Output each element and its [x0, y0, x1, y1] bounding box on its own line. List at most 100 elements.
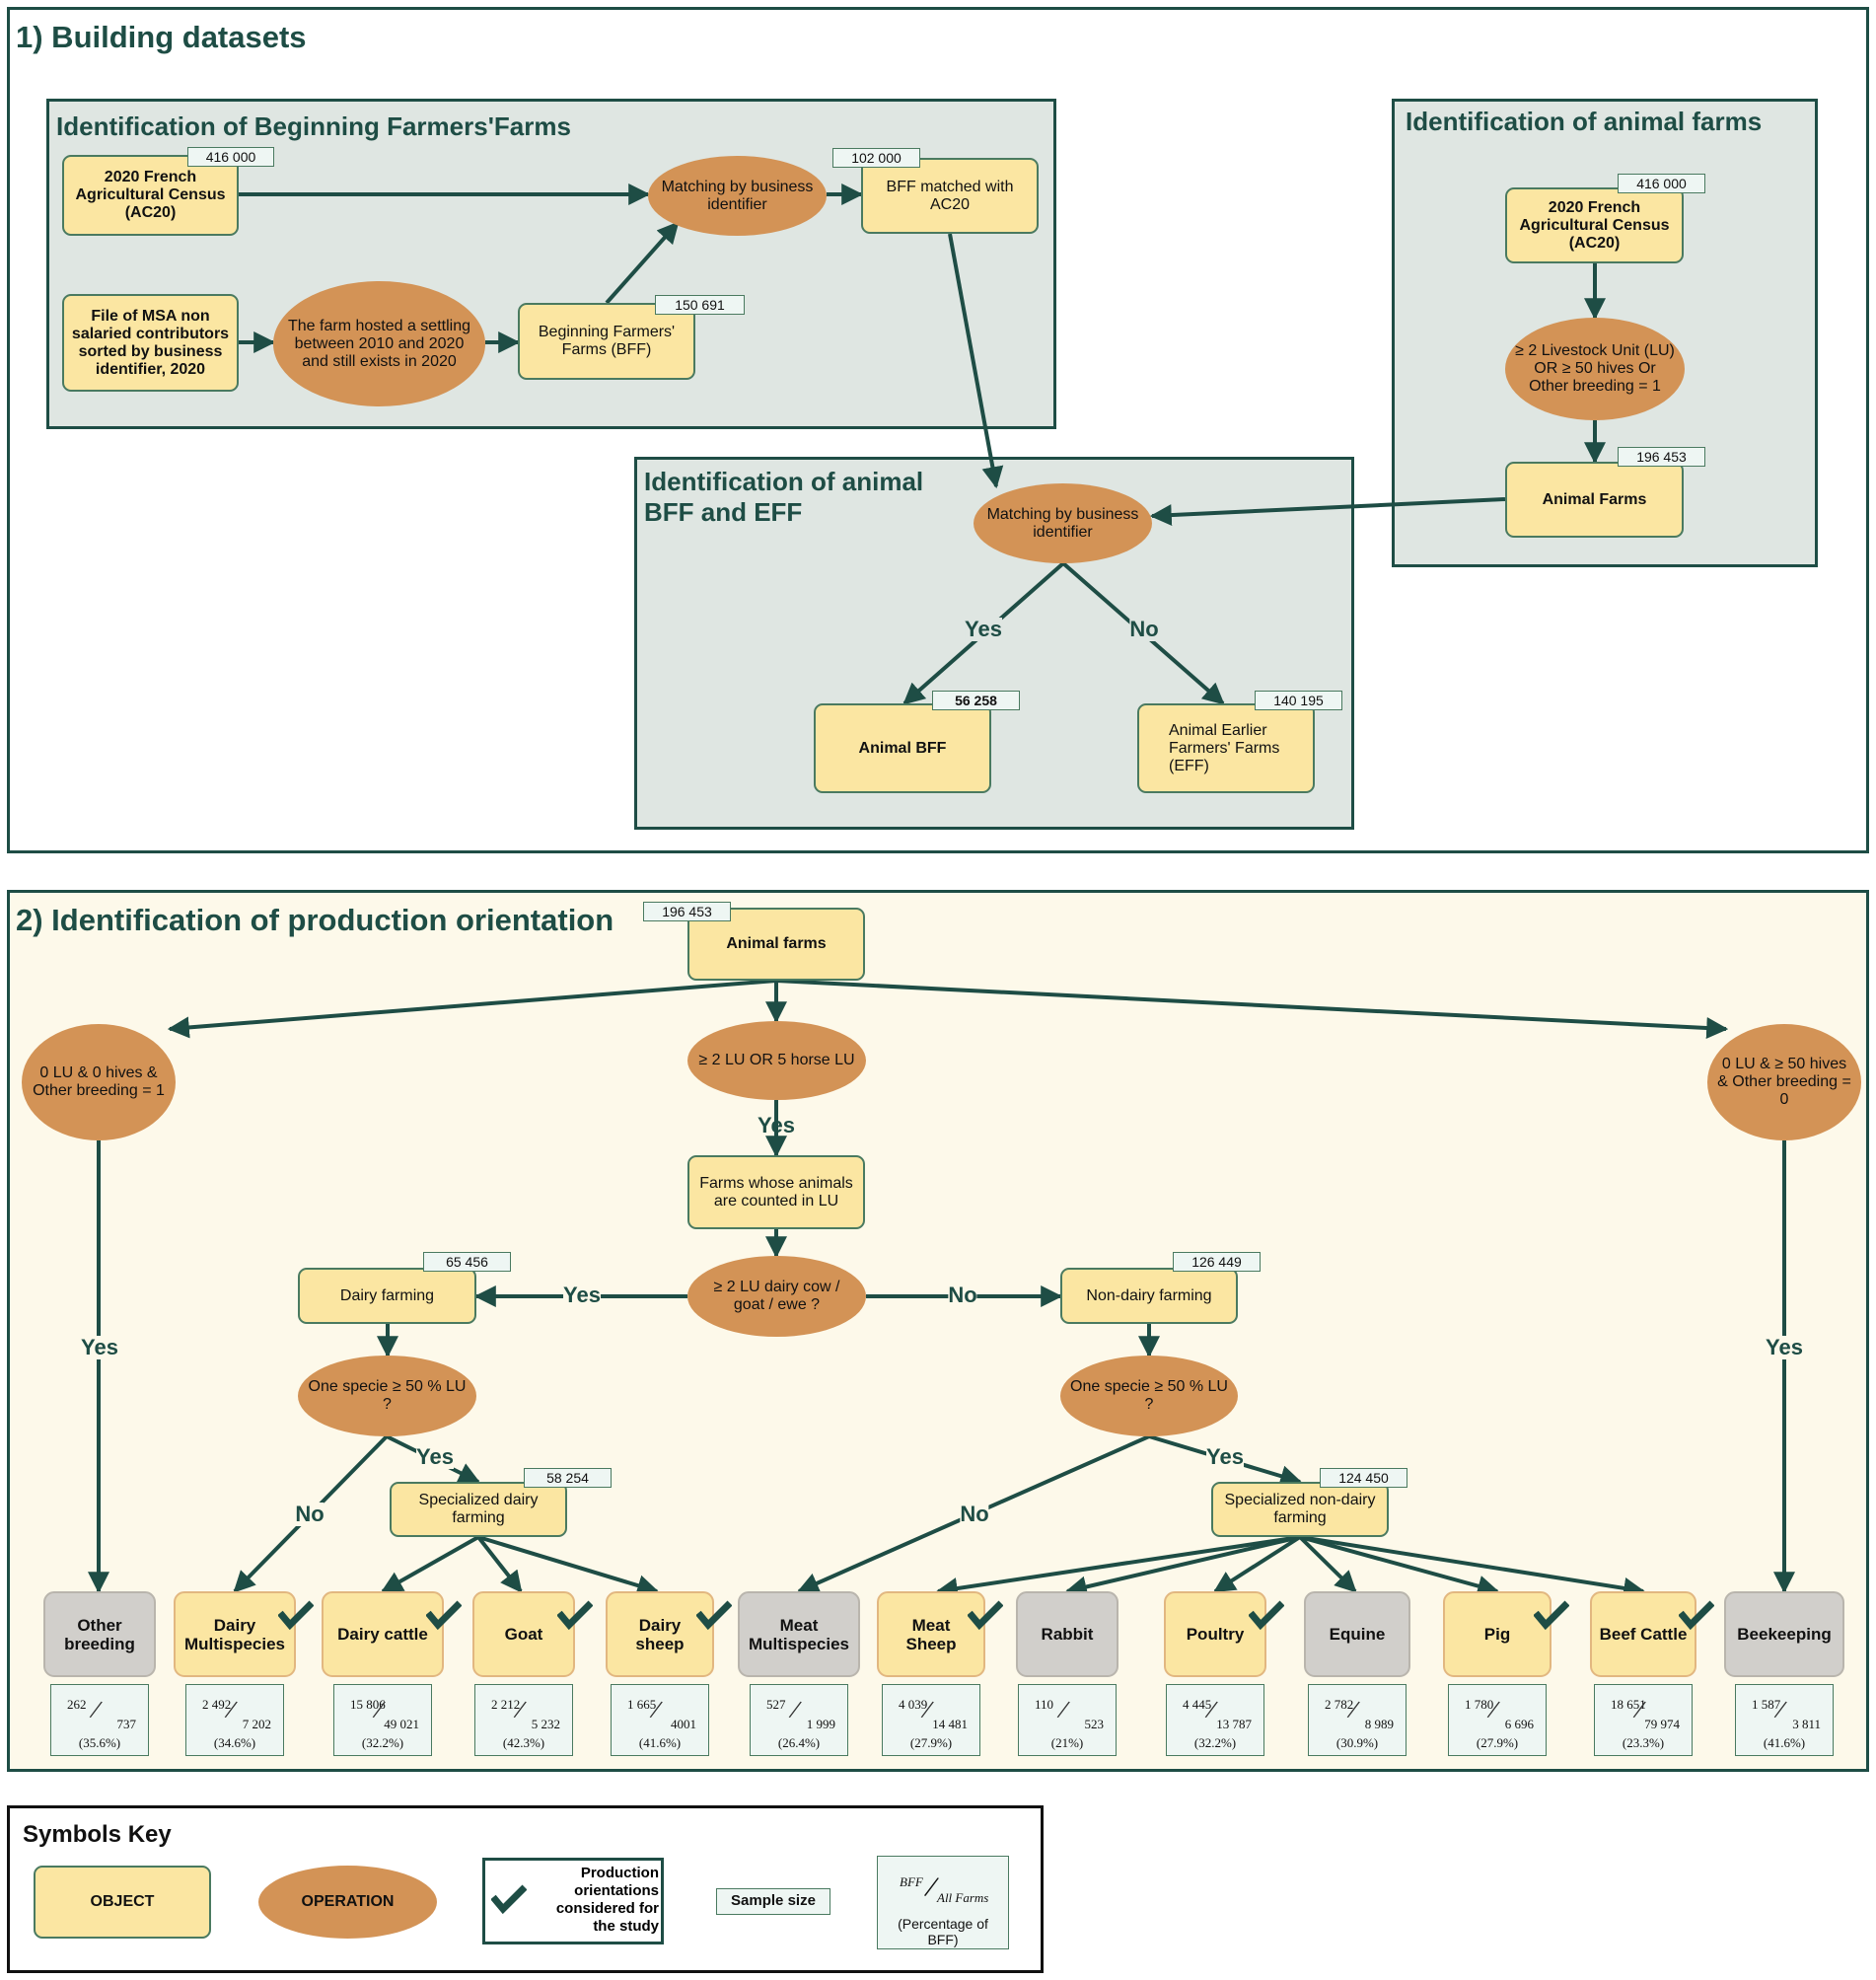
check-icon-beef-cattle — [1679, 1600, 1714, 1631]
bff-percentage: (32.2%) — [361, 1735, 404, 1750]
check-icon-meat-sheep — [968, 1600, 1003, 1631]
yes-label-beekeeping: Yes — [1766, 1335, 1803, 1359]
fraction: 110 / 523 — [1019, 1691, 1116, 1734]
bff-count: 4 445 — [1183, 1697, 1212, 1712]
connector-arrow — [1298, 1535, 1357, 1593]
connector-arrow — [775, 979, 1729, 1039]
non-dairy-farming-node: Non-dairy farming — [1060, 1268, 1238, 1324]
check-icon-dairy-sheep — [696, 1600, 732, 1631]
bff-percentage: (41.6%) — [1763, 1735, 1806, 1750]
yes-label-specialized-non-dairy: Yes — [1206, 1444, 1244, 1469]
leaf-dairy-multispecies: Dairy Multispecies — [174, 1591, 296, 1677]
check-icon-poultry — [1249, 1600, 1284, 1631]
connector-arrow — [605, 221, 680, 305]
animal-farms-node: Animal Farms — [1505, 462, 1684, 538]
connector-arrow — [935, 1535, 1301, 1599]
bff-percentage: (21%) — [1050, 1735, 1084, 1750]
fraction: 262 / 737 — [51, 1691, 148, 1734]
connector-arrow — [1299, 1535, 1646, 1599]
check-icon-pig — [1534, 1600, 1569, 1631]
species-share-operation-dairy: One specie ≥ 50 % LU ? — [298, 1356, 476, 1436]
fraction: 18 651 / 79 974 — [1595, 1691, 1692, 1734]
dairy-farming-node: Dairy farming — [298, 1268, 476, 1324]
animal-panel-title: Identification of animal farms — [1406, 107, 1763, 136]
sample-note-pig: 1 780 / 6 696 (27.9%) — [1448, 1684, 1547, 1756]
bff-count: 18 651 — [1611, 1697, 1646, 1712]
all-farms-count: 523 — [1084, 1717, 1105, 1731]
section1-title: 1) Building datasets — [16, 20, 307, 54]
animal-bff-node: Animal BFF — [814, 703, 991, 793]
all-farms-count: 5 232 — [531, 1717, 560, 1731]
bff-count: 4 039 — [899, 1697, 928, 1712]
fraction: 2 492 / 7 202 — [186, 1691, 283, 1734]
matching-operation-2: Matching by business identifier — [974, 483, 1152, 563]
fraction: 15 806 / 49 021 — [334, 1691, 431, 1734]
bff-matched-sample-size: 102 000 — [832, 148, 920, 168]
livestock-criteria-operation: ≥ 2 Livestock Unit (LU) OR ≥ 50 hives Or… — [1505, 318, 1685, 420]
leaf-poultry: Poultry — [1164, 1591, 1266, 1677]
fraction-slash: / — [786, 1694, 804, 1726]
dairy-criteria-operation: ≥ 2 LU dairy cow / goat / ewe ? — [687, 1256, 866, 1337]
yes-label-s1: Yes — [965, 617, 1002, 641]
leaf-pig: Pig — [1443, 1591, 1551, 1677]
all-farms-count: 4001 — [671, 1717, 696, 1731]
yes-label-other-breeding: Yes — [81, 1335, 118, 1359]
bff-count: 527 — [766, 1697, 786, 1712]
sample-note-dairy-sheep: 1 665 / 4001 (41.6%) — [611, 1684, 709, 1756]
key-bff-label: BFF — [900, 1874, 923, 1889]
connector-arrow — [167, 979, 777, 1039]
sample-note-equine: 2 782 / 8 989 (30.9%) — [1308, 1684, 1407, 1756]
check-icon-dairy-cattle — [426, 1600, 462, 1631]
leaf-beekeeping: Beekeeping — [1724, 1591, 1844, 1677]
all-farms-count: 1 999 — [806, 1717, 835, 1731]
bff-percentage: (30.9%) — [1335, 1735, 1379, 1750]
lu-farms-node: Farms whose animals are counted in LU — [687, 1155, 865, 1229]
leaf-meat-sheep: Meat Sheep — [877, 1591, 985, 1677]
animal-bff-sample-size: 56 258 — [932, 691, 1020, 710]
no-label-dairy: No — [948, 1283, 977, 1307]
specialized-dairy-node: Specialized dairy farming — [390, 1482, 567, 1537]
census-sample-size: 416 000 — [187, 147, 274, 167]
bff-count: 262 — [67, 1697, 87, 1712]
all-farms-count: 13 787 — [1216, 1717, 1252, 1731]
connector-arrow — [477, 1535, 660, 1596]
key-object-swatch: OBJECT — [34, 1866, 211, 1939]
sample-note-dairy-cattle: 15 806 / 49 021 (32.2%) — [333, 1684, 432, 1756]
connector-arrow — [1213, 1535, 1302, 1593]
species-share-operation-non-dairy: One specie ≥ 50 % LU ? — [1060, 1356, 1238, 1436]
animal-eff-sample-size: 140 195 — [1255, 691, 1342, 710]
animal-farms-sample-size: 196 453 — [1618, 447, 1705, 467]
leaf-beef-cattle: Beef Cattle — [1590, 1591, 1696, 1677]
bff-node: Beginning Farmers' Farms (BFF) — [518, 303, 695, 380]
sample-note-meat-sheep: 4 039 / 14 481 (27.9%) — [882, 1684, 980, 1756]
fraction-slash: / — [87, 1694, 105, 1726]
bff-percentage: (23.3%) — [1622, 1735, 1665, 1750]
all-farms-count: 8 989 — [1364, 1717, 1394, 1731]
bff-matched-node: BFF matched with AC20 — [861, 158, 1039, 234]
bff-percentage: (41.6%) — [638, 1735, 682, 1750]
sample-note-other-breeding: 262 / 737 (35.6%) — [50, 1684, 149, 1756]
yes-label-dairy: Yes — [563, 1283, 601, 1307]
key-percentage-label: (Percentage of BFF) — [898, 1916, 988, 1947]
msa-file-node: File of MSA non salaried contributors so… — [62, 294, 239, 392]
specialized-dairy-sample-size: 58 254 — [524, 1468, 612, 1488]
sample-note-rabbit: 110 / 523 (21%) — [1018, 1684, 1117, 1756]
census-node-2: 2020 French Agricultural Census (AC20) — [1505, 187, 1684, 263]
bff-percentage: (26.4%) — [777, 1735, 821, 1750]
bff-percentage: (27.9%) — [1476, 1735, 1519, 1750]
fraction-slash: / — [1054, 1694, 1072, 1726]
animal-eff-node: Animal Earlier Farmers' Farms (EFF) — [1137, 703, 1315, 793]
leaf-meat-multispecies: Meat Multispecies — [738, 1591, 860, 1677]
key-check-box — [482, 1858, 664, 1944]
matching-operation-1: Matching by business identifier — [648, 156, 827, 236]
key-fraction-note: BFF / All Farms (Percentage of BFF) — [877, 1856, 1009, 1949]
dairy-farming-sample-size: 65 456 — [423, 1252, 511, 1272]
yes-label-specialized-dairy: Yes — [416, 1444, 454, 1469]
no-label-meat-multispecies: No — [960, 1502, 989, 1526]
bff-count: 2 492 — [202, 1697, 232, 1712]
leaf-dairy-cattle: Dairy cattle — [322, 1591, 444, 1677]
fraction: 1 665 / 4001 — [612, 1691, 708, 1734]
bff-count: 1 780 — [1465, 1697, 1494, 1712]
leaf-dairy-sheep: Dairy sheep — [606, 1591, 714, 1677]
fraction: 2 212 / 5 232 — [475, 1691, 572, 1734]
